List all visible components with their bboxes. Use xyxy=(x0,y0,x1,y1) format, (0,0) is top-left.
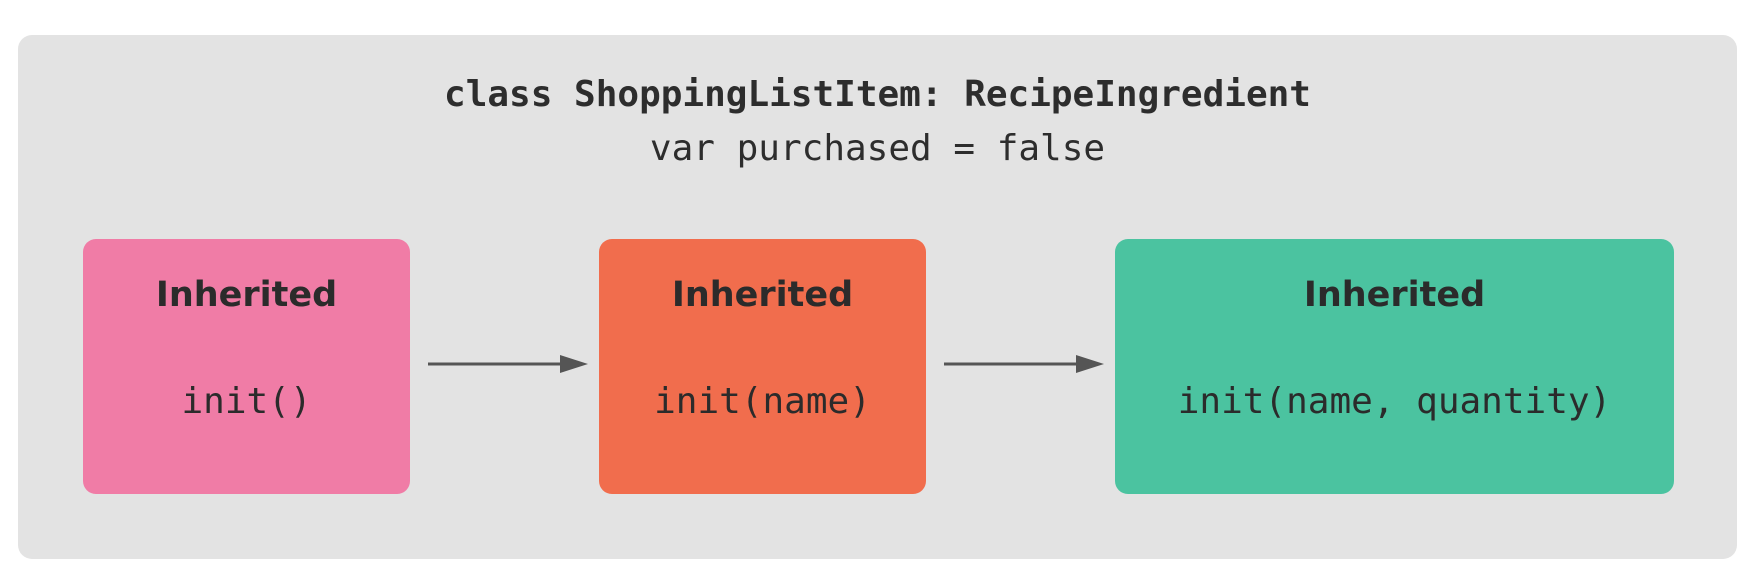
box-initializer: init(name) xyxy=(654,381,871,422)
initializer-box-init-name: Inherited init(name) xyxy=(599,239,926,494)
initializer-box-init-name-quantity: Inherited init(name, quantity) xyxy=(1115,239,1674,494)
box-title: Inherited xyxy=(671,275,854,315)
arrow-right-icon xyxy=(944,355,1104,373)
class-declaration: class ShoppingListItem: RecipeIngredient xyxy=(444,74,1311,115)
box-title: Inherited xyxy=(155,275,338,315)
arrow-right-icon xyxy=(428,355,588,373)
initializer-box-init: Inherited init() xyxy=(83,239,410,494)
diagram-panel: class ShoppingListItem: RecipeIngredient… xyxy=(18,35,1737,559)
box-initializer: init(name, quantity) xyxy=(1177,381,1612,422)
box-title: Inherited xyxy=(1303,275,1486,315)
property-declaration: var purchased = false xyxy=(649,128,1106,169)
box-initializer: init() xyxy=(181,381,312,422)
